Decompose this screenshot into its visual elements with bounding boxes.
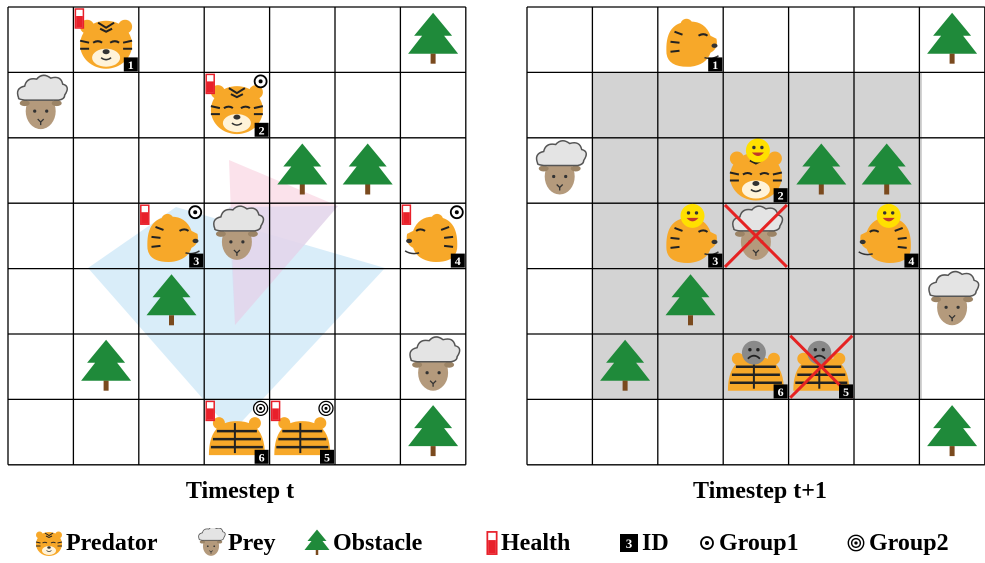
legend-group2-label: Group2 [869,530,949,557]
legend-group1-label: Group1 [719,530,799,557]
legend-id-label: ID [642,530,669,557]
health-bar-icon [402,205,410,224]
tree-obstacle-icon [408,13,458,64]
obstacle-icon [303,529,331,557]
legend-group2: Group2 [845,527,949,559]
id-badge: 6 [774,384,788,399]
id-badge-label: 4 [455,254,461,268]
health-bar-icon [75,9,83,28]
health-bar-icon [141,205,149,224]
id-badge-label: 4 [908,254,914,268]
tree-obstacle-icon [343,144,393,195]
prey-sheep-icon [18,75,68,129]
id-badge-label: 1 [128,58,134,72]
health-bar-icon [206,74,214,93]
id-badge: 5 [839,384,853,399]
legend-id: 3 ID [620,527,669,559]
id-badge-label: 6 [778,385,784,399]
predator-tiger-icon [274,417,330,455]
prey-sheep-icon [537,141,587,195]
prey-sheep-icon [410,337,460,391]
sad-face-icon [742,341,766,365]
id-badge-label: 3 [712,254,718,268]
legend-predator-label: Predator [66,530,158,557]
prey-icon [196,528,226,558]
legend-health: Health [485,527,570,559]
id-badge-label: 3 [193,254,199,268]
id-badge-label: 1 [712,58,718,72]
group1-marker-icon [189,206,201,218]
health-bar-icon [272,401,280,420]
id-badge: 2 [774,188,788,203]
id-badge: 1 [124,57,138,72]
legend-prey: Prey [196,527,276,559]
id-badge: 6 [255,450,269,465]
predator-tiger-icon [209,417,265,455]
id-badge: 4 [451,254,465,269]
group1-marker-icon [451,206,463,218]
group2-marker-icon [319,401,333,415]
happy-face-icon [681,204,705,228]
right-grid-panel: 1 2 3 4 6 5 [527,7,985,465]
prey-sheep-icon [929,272,979,326]
id-badge: 3 [708,254,722,269]
health-bar-icon [206,401,214,420]
tree-obstacle-icon [927,13,977,64]
happy-face-icon [877,204,901,228]
group1-marker-icon [255,75,267,87]
id-badge: 2 [255,123,269,138]
id-badge: 5 [320,450,334,465]
predator-tiger-icon [405,214,457,262]
legend-predator: Predator [34,527,158,559]
legend-prey-label: Prey [228,530,276,557]
legend-obstacle: Obstacle [303,527,422,559]
health-icon [485,529,499,557]
tree-obstacle-icon [408,405,458,456]
legend-group1: Group1 [697,527,799,559]
id-badge-label: 2 [778,189,784,203]
group1-icon [697,533,717,553]
tree-obstacle-icon [81,340,131,391]
id-badge: 1 [708,57,722,72]
predator-icon [34,528,64,558]
left-grid-panel: 1 2 3 4 6 5 [8,7,466,465]
id-badge-icon: 3 [620,534,638,552]
group2-icon [845,532,867,554]
id-badge-label: 5 [324,450,330,464]
id-badge-label: 2 [259,123,265,137]
legend-obstacle-label: Obstacle [333,530,422,557]
id-badge-label: 6 [259,450,265,464]
id-badge-label: 5 [843,385,849,399]
id-badge: 3 [189,254,203,269]
id-badge: 4 [904,254,918,269]
legend-health-label: Health [501,530,570,557]
caption-right: Timestep t+1 [660,478,860,505]
tree-obstacle-icon [927,405,977,456]
group2-marker-icon [254,401,268,415]
id-badge-digit: 3 [626,536,633,551]
happy-face-icon [746,139,770,163]
caption-left: Timestep t [140,478,340,505]
